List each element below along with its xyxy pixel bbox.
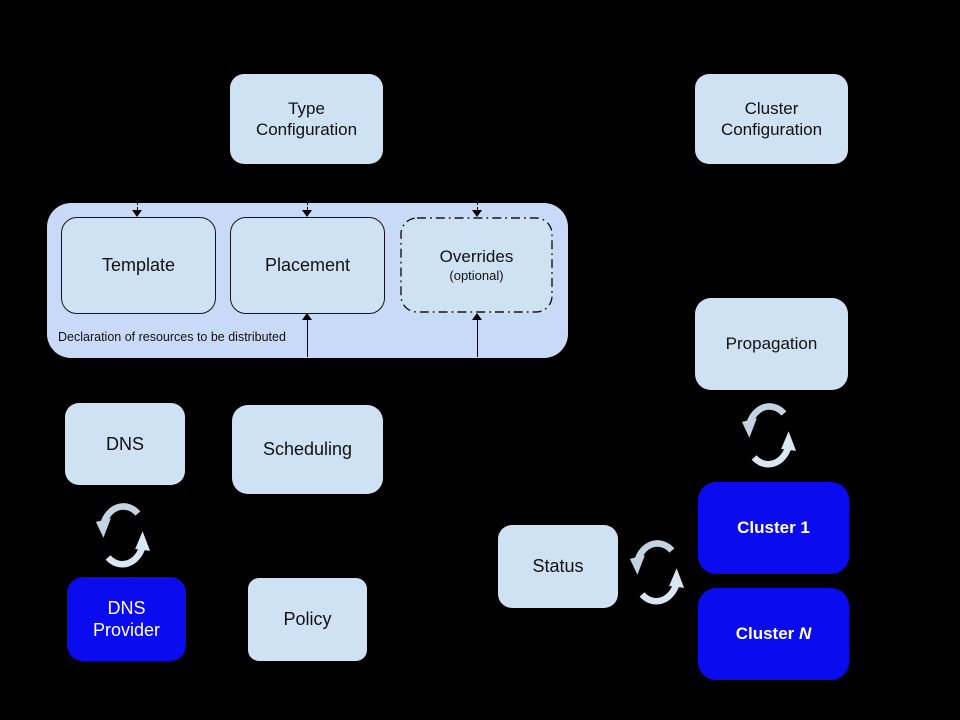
node-cluster-configuration: Cluster Configuration (695, 74, 848, 164)
node-template: Template (61, 217, 216, 314)
node-scheduling: Scheduling (232, 405, 383, 494)
node-dns-provider: DNS Provider (67, 577, 186, 661)
arrow-down-into-placement (301, 202, 313, 217)
node-cluster-n: Cluster N (698, 588, 849, 680)
arrow-down-into-overrides (471, 202, 483, 217)
node-type-configuration: Type Configuration (230, 74, 383, 164)
container-caption: Declaration of resources to be distribut… (58, 330, 286, 344)
cluster-n-label: Cluster N (735, 624, 812, 644)
node-cluster-1: Cluster 1 (698, 482, 849, 574)
sync-icon (741, 403, 797, 468)
node-dns: DNS (65, 403, 185, 485)
arrow-up-into-placement (301, 313, 313, 357)
node-overrides: Overrides (optional) (400, 217, 553, 313)
node-policy: Policy (248, 578, 367, 661)
overrides-label: Overrides (439, 246, 514, 266)
sync-icon (95, 503, 151, 568)
node-status: Status (498, 525, 618, 608)
sync-icon (629, 540, 685, 605)
node-propagation: Propagation (695, 298, 848, 390)
node-placement: Placement (230, 217, 385, 314)
arrow-down-into-template (131, 202, 143, 217)
overrides-sublabel: (optional) (449, 268, 504, 283)
arrow-up-into-overrides (471, 313, 483, 357)
